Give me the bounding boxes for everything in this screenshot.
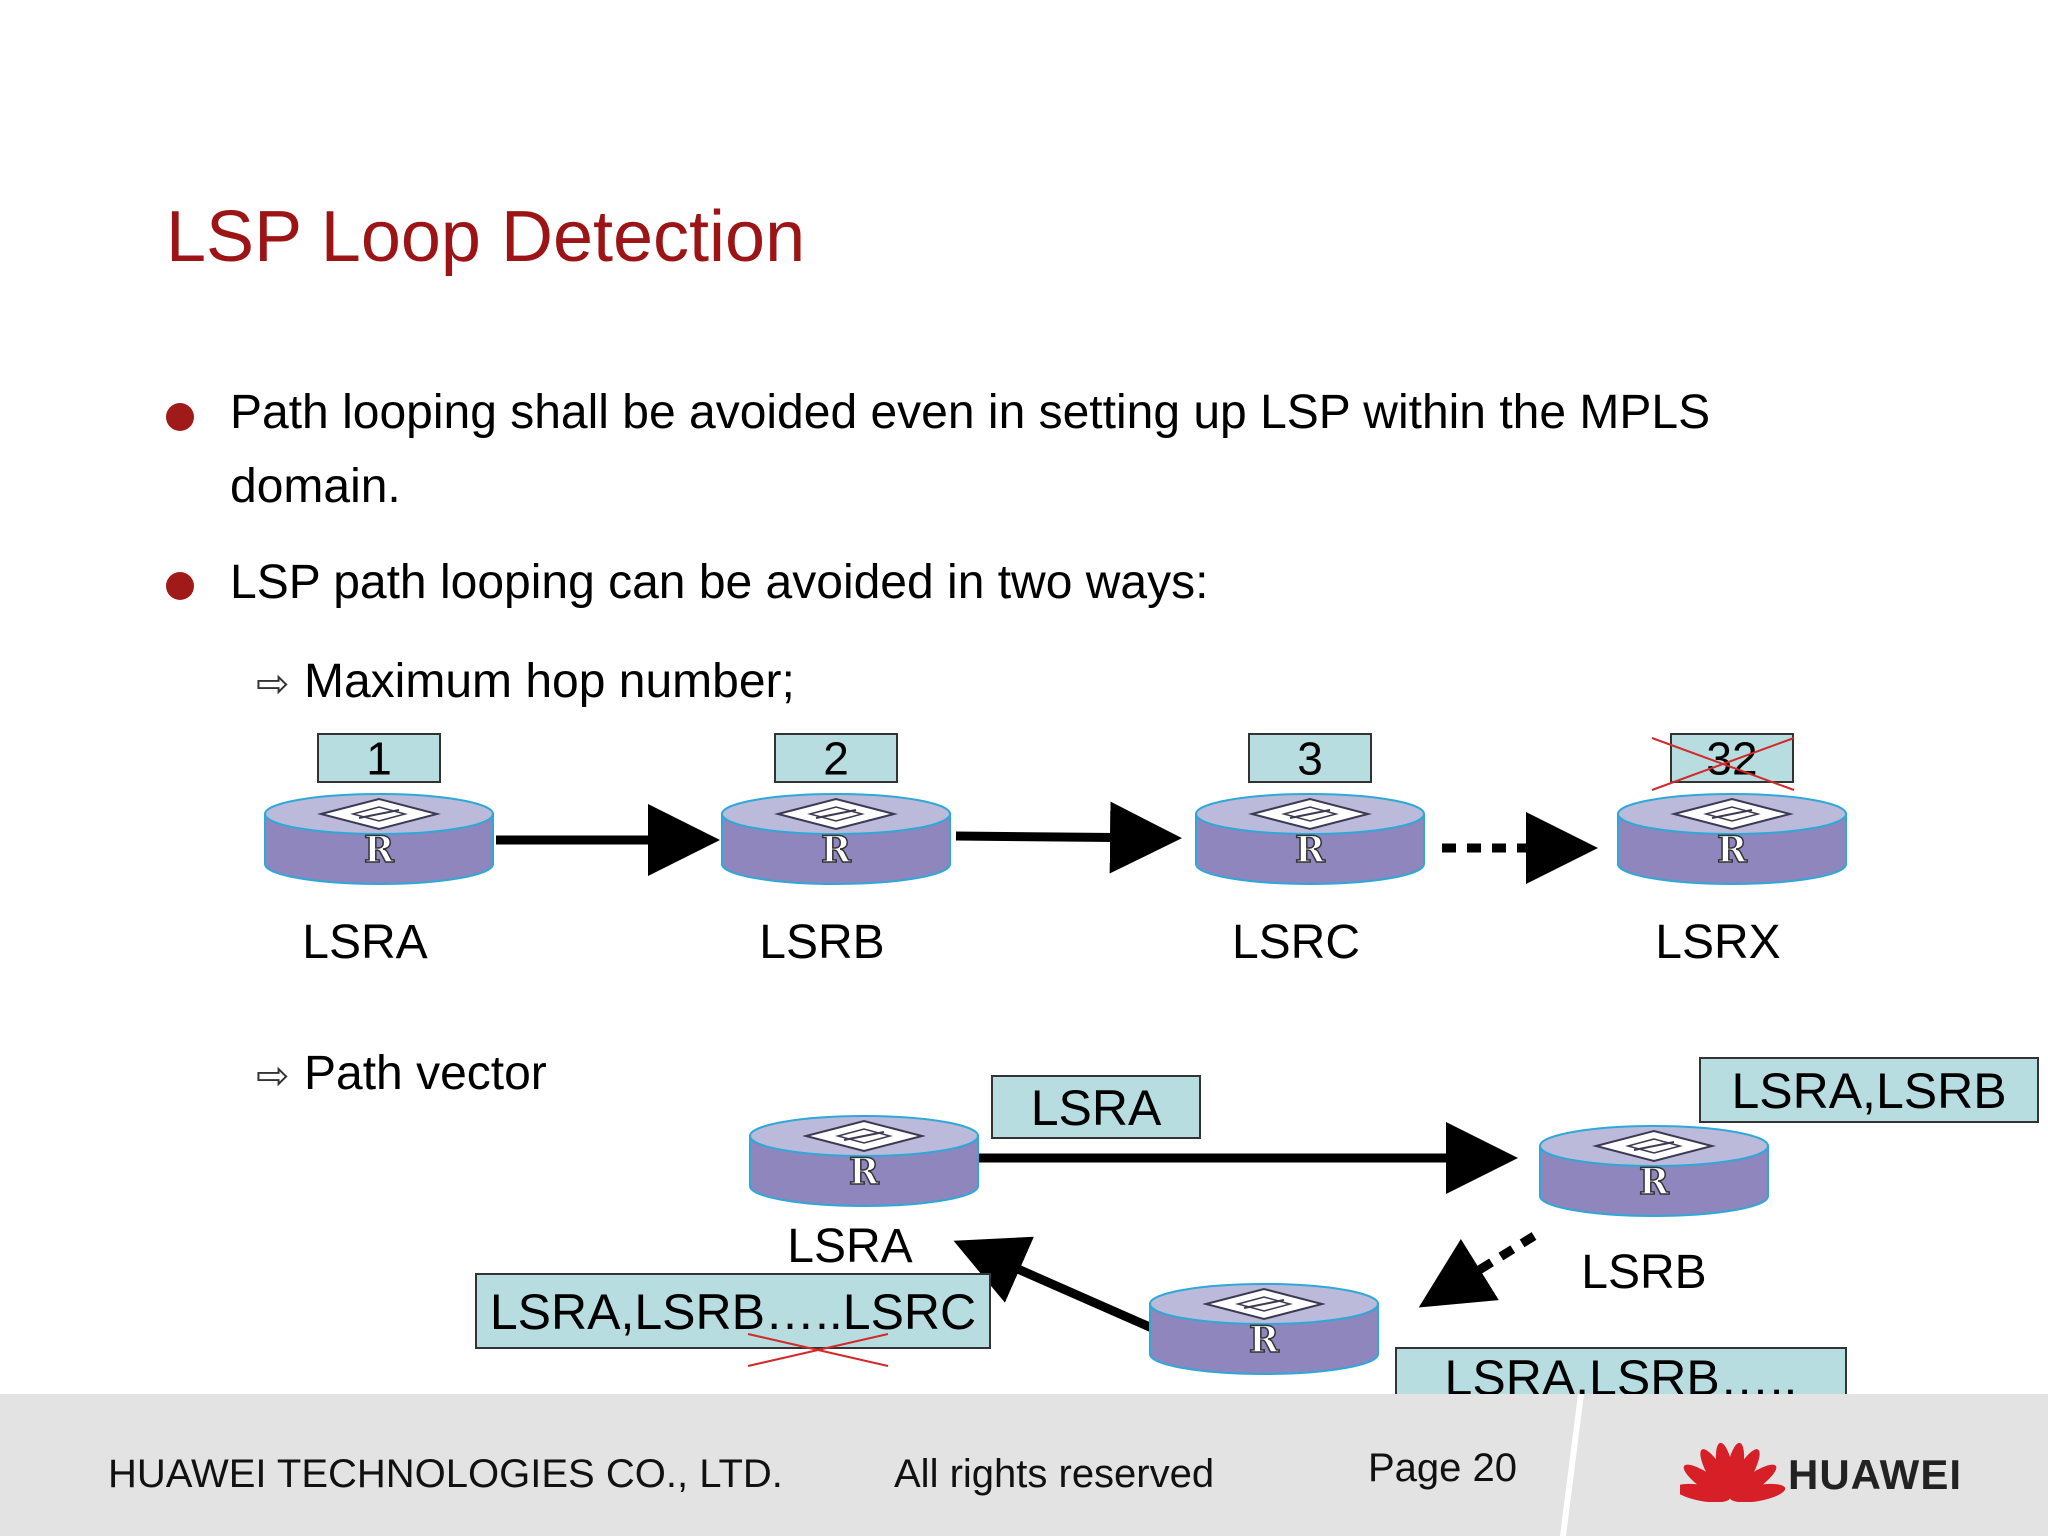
label-text: 1 <box>366 733 392 785</box>
sub-bullet-vector: ⇨ Path vector <box>256 1046 547 1101</box>
cross-out <box>1651 737 1795 791</box>
huawei-logo-icon <box>1680 1442 1786 1502</box>
path-label: 1 <box>317 733 441 785</box>
router-name: LSRB <box>1581 1246 1706 1299</box>
arrow <box>953 1236 1154 1333</box>
diagram-labels: 1LSRA2LSRB3LSRC32LSRXLSRALSRBLSRCLSRALSR… <box>302 733 2039 1394</box>
label-text: 2 <box>823 733 849 785</box>
bullet-text: LSP path looping can be avoided in two w… <box>230 556 1209 609</box>
arrow <box>955 801 1182 874</box>
path-label: LSRA,LSRB….. <box>1395 1347 1847 1394</box>
label-text: LSRA <box>1031 1080 1162 1136</box>
router-name: LSRA <box>787 1220 912 1273</box>
router-glyph: R <box>1639 1161 1670 1203</box>
sub-bullet-hop: ⇨ Maximum hop number; <box>256 654 795 709</box>
label-text: LSRA,LSRB <box>1731 1063 2006 1119</box>
path-label: 32 <box>1651 733 1795 791</box>
footer-divider <box>1560 1394 1584 1536</box>
label-box <box>1248 733 1372 783</box>
slide-title: LSP Loop Detection <box>166 197 806 277</box>
bullet-dot <box>166 572 194 600</box>
label-box <box>1670 733 1794 783</box>
bullet-dot <box>166 403 194 431</box>
router-icon: R <box>1539 1125 1769 1217</box>
sub-bullet-label: Maximum hop number; <box>304 655 795 708</box>
router-name: LSRA <box>302 916 427 969</box>
router-glyph: R <box>1717 829 1748 871</box>
router-name: LSRX <box>1655 916 1780 969</box>
bullet-text: Path looping shall be avoided even in se… <box>230 386 1711 513</box>
label-text: LSRA,LSRB….. <box>1445 1350 1798 1394</box>
router-glyph: R <box>364 829 395 871</box>
path-label: LSRA,LSRB <box>1699 1057 2039 1123</box>
label-text: 3 <box>1297 733 1323 785</box>
logo-petal <box>1725 1442 1745 1499</box>
router-diamond-line <box>1243 1299 1285 1309</box>
router-icon: R <box>264 793 494 885</box>
router-diamond-line <box>1633 1141 1675 1151</box>
path-label: LSRA,LSRB…..LSRC <box>475 1273 991 1367</box>
path-label: LSRA <box>991 1075 1201 1139</box>
diagram-connectors <box>496 801 1598 1333</box>
label-box <box>317 733 441 783</box>
arrow-right-icon: ⇨ <box>256 662 290 706</box>
diagram-routers: R R R R R R R <box>264 793 1847 1375</box>
label-text: 32 <box>1706 733 1757 785</box>
router-name: LSRC <box>1232 916 1360 969</box>
cross-out <box>747 1333 889 1367</box>
footer-page-number: Page 20 <box>1368 1446 1518 1490</box>
router-diamond-line <box>358 809 400 819</box>
router-icon: R <box>1195 793 1425 885</box>
router-diamond-line <box>843 1131 885 1141</box>
router-glyph: R <box>1295 829 1326 871</box>
router-diamond-line <box>1711 809 1753 819</box>
label-box <box>1699 1057 2039 1123</box>
label-box <box>1395 1347 1847 1394</box>
router-diamond-line <box>1289 809 1331 819</box>
router-glyph: R <box>821 829 852 871</box>
footer-rights: All rights reserved <box>894 1452 1215 1496</box>
path-label: 2 <box>774 733 898 785</box>
router-glyph: R <box>1249 1319 1280 1361</box>
footer-company: HUAWEI TECHNOLOGIES CO., LTD. <box>108 1452 783 1496</box>
dashed-arrow <box>1418 1232 1537 1308</box>
label-box <box>774 733 898 783</box>
router-name: LSRB <box>759 916 884 969</box>
router-icon: R <box>749 1115 979 1207</box>
path-label: 3 <box>1248 733 1372 785</box>
sub-bullet-label: Path vector <box>304 1047 547 1100</box>
label-box <box>991 1075 1201 1139</box>
router-icon: R <box>1617 793 1847 885</box>
router-glyph: R <box>849 1151 880 1193</box>
router-icon: R <box>1149 1283 1379 1375</box>
logo-wordmark: HUAWEI <box>1788 1451 1962 1498</box>
logo-petal <box>1729 1483 1786 1502</box>
label-text: LSRA,LSRB…..LSRC <box>490 1284 976 1340</box>
router-diamond-line <box>815 809 857 819</box>
router-icon: R <box>721 793 951 885</box>
label-box <box>475 1273 991 1349</box>
arrow-right-icon: ⇨ <box>256 1054 290 1098</box>
